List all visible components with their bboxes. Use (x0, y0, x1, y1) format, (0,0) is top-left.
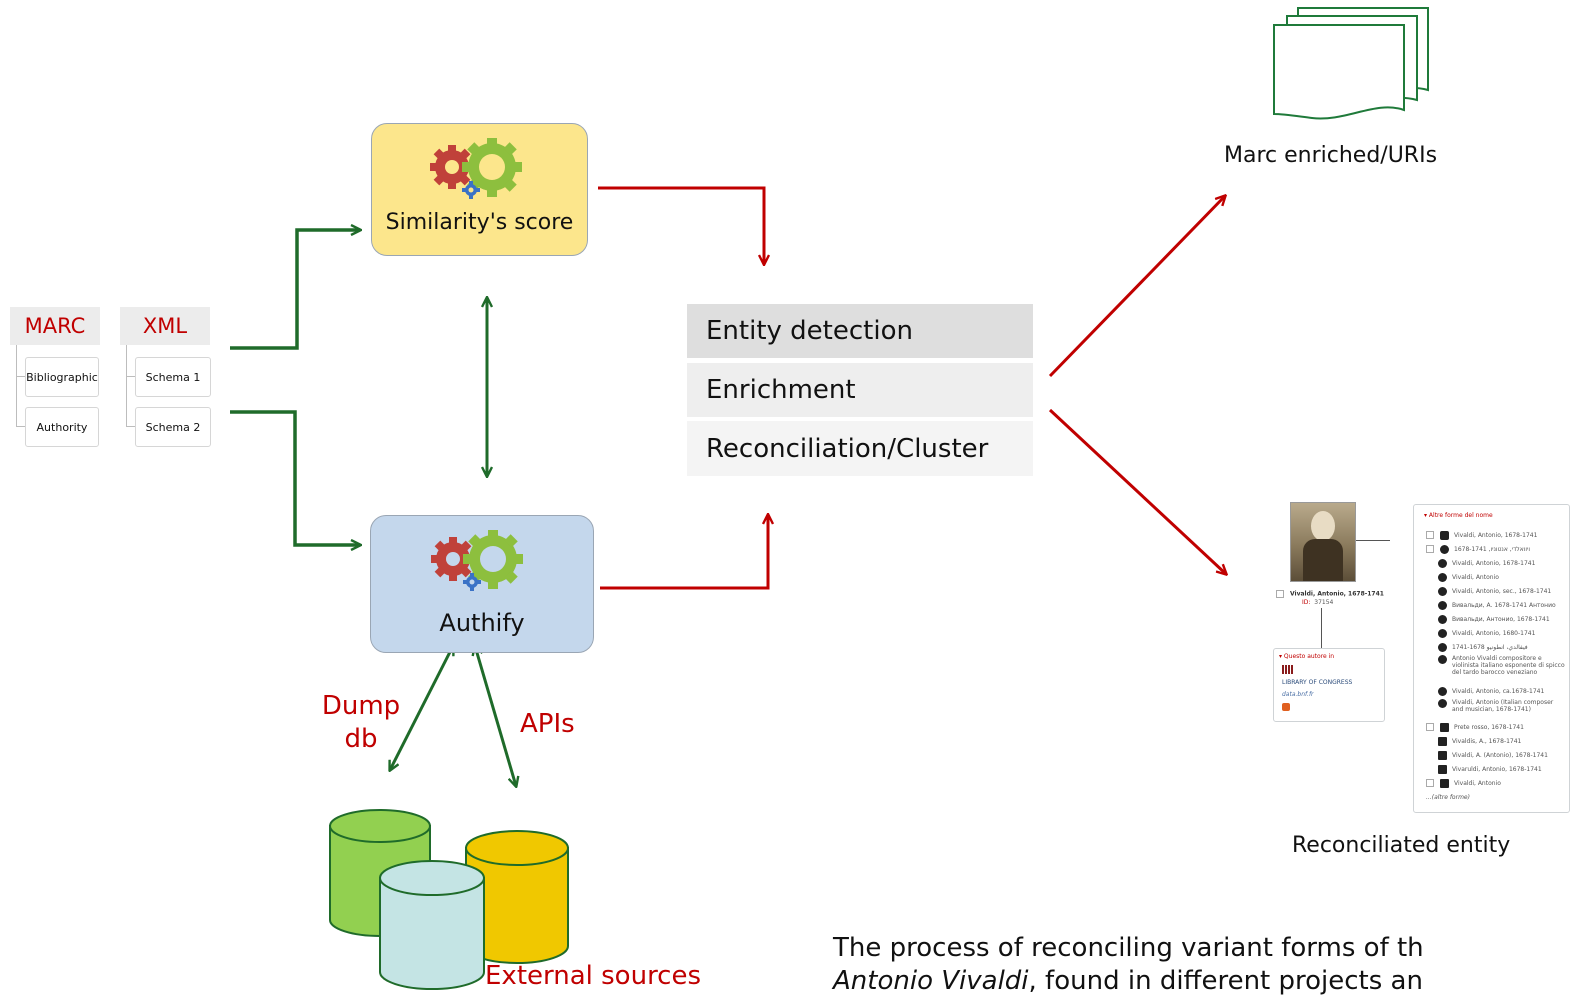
stage-enrichment: Enrichment (687, 363, 1033, 417)
caption-line-2: Antonio Vivaldi, found in different proj… (833, 965, 1423, 998)
gears-icon (431, 530, 523, 591)
marc-tree-line (16, 345, 18, 427)
source-loc: LIBRARY OF CONGRESS (1282, 679, 1353, 686)
arrow-to-similarity (230, 230, 360, 350)
entity-id: ID: 37154 (1302, 599, 1334, 606)
viaf-icon (1282, 665, 1294, 674)
xml-tree-branch (126, 376, 135, 378)
source-bnf: data.bnf.fr (1282, 691, 1314, 698)
caption-italic-name: Antonio Vivaldi (833, 966, 1029, 996)
authify-box: Authify (370, 515, 594, 653)
arrow-dump-db (390, 646, 453, 770)
arrow-to-reconciled (1048, 408, 1226, 574)
variant-row: Vivaldis, A., 1678-1741 (1438, 735, 1521, 747)
apis-label: APIs (520, 709, 575, 739)
entity-name: Vivaldi, Antonio, 1678-1741 (1276, 590, 1384, 598)
arrow-to-authify (230, 410, 360, 545)
arrow-authify-to-stages (600, 515, 768, 590)
arrow-to-marc-enriched (1048, 196, 1225, 378)
variant-row: Vivaldi, Antonio (1438, 571, 1499, 583)
variant-row: Vivaldi, Antonio, ca.1678-1741 (1438, 685, 1544, 697)
marc-tree-branch (16, 426, 25, 428)
external-sources-label: External sources (485, 961, 702, 991)
card-connector (1321, 608, 1322, 648)
arrow-apis (475, 646, 516, 786)
caption-line-2-rest: , found in different projects an (1028, 966, 1423, 996)
xml-schema-1: Schema 1 (135, 357, 211, 397)
variants-card: ▾ Altre forme del nome Vivaldi, Antonio,… (1413, 504, 1570, 813)
stacked-documents-icon (1273, 7, 1429, 120)
marc-enriched-caption: Marc enriched/URIs (1224, 143, 1438, 168)
variant-row: Vivaldi, Antonio (1426, 777, 1501, 789)
variant-row: 1678-1741 ,ויוואלדי, אנטוניו (1426, 543, 1530, 555)
caption-line-1: The process of reconciling variant forms… (833, 933, 1424, 963)
variant-row: Prete rosso, 1678-1741 (1426, 721, 1524, 733)
similarity-label: Similarity's score (385, 210, 574, 235)
dump-db-label: Dump db (321, 691, 401, 754)
variant-row: Vivaruldi, Antonio, 1678-1741 (1438, 763, 1542, 775)
database-teal-icon (379, 860, 485, 990)
authify-label: Authify (439, 609, 525, 637)
variant-row: Vivaldi, Antonio (Italian composer and m… (1438, 699, 1566, 717)
variant-row: Vivaldi, Antonio, sec., 1678-1741 (1438, 585, 1551, 597)
sources-card: ▾ Questo autore in LIBRARY OF CONGRESS d… (1273, 648, 1385, 722)
portrait-connector (1356, 540, 1390, 541)
marc-tree-branch (16, 376, 25, 378)
xml-header: XML (120, 307, 210, 345)
variant-row: Vivaldi, Antonio, 1678-1741 (1438, 557, 1535, 569)
source-icon (1282, 703, 1290, 711)
xml-tree-branch (126, 426, 135, 428)
xml-tree-line (126, 345, 128, 427)
vivaldi-portrait (1290, 502, 1356, 582)
variant-row: Вивальди, А. 1678-1741 Антонио (1438, 599, 1556, 611)
variant-row: Vivaldi, Antonio, 1678-1741 (1426, 529, 1537, 541)
stage-entity-detection: Entity detection (687, 304, 1033, 358)
marc-authority: Authority (25, 407, 99, 447)
variant-row: Vivaldi, A. (Antonio), 1678-1741 (1438, 749, 1548, 761)
reconciled-entity-caption: Reconciliated entity (1292, 833, 1511, 858)
xml-schema-2: Schema 2 (135, 407, 211, 447)
marc-header: MARC (10, 307, 100, 345)
variants-list: Vivaldi, Antonio, 1678-1741 1678-1741 ,ו… (1426, 529, 1568, 801)
arrow-similarity-to-stages (598, 186, 764, 264)
variant-row: Antonio Vivaldi compositore e violinista… (1438, 655, 1566, 683)
gears-icon (430, 138, 522, 199)
variant-row: Вивальди, Антонио, 1678-1741 (1438, 613, 1550, 625)
variant-row: Vivaldi, Antonio, 1680-1741 (1438, 627, 1535, 639)
variant-row: فيفالدي، انطونيو 1678-1741 (1438, 641, 1528, 653)
variants-more: ...(altre forme) (1426, 793, 1470, 801)
similarity-box: Similarity's score (371, 123, 588, 256)
variants-header: ▾ Altre forme del nome (1424, 512, 1493, 519)
sources-header: ▾ Questo autore in (1279, 653, 1335, 660)
marc-bibliographic: Bibliographic (25, 357, 99, 397)
stage-reconciliation: Reconciliation/Cluster (687, 421, 1033, 476)
